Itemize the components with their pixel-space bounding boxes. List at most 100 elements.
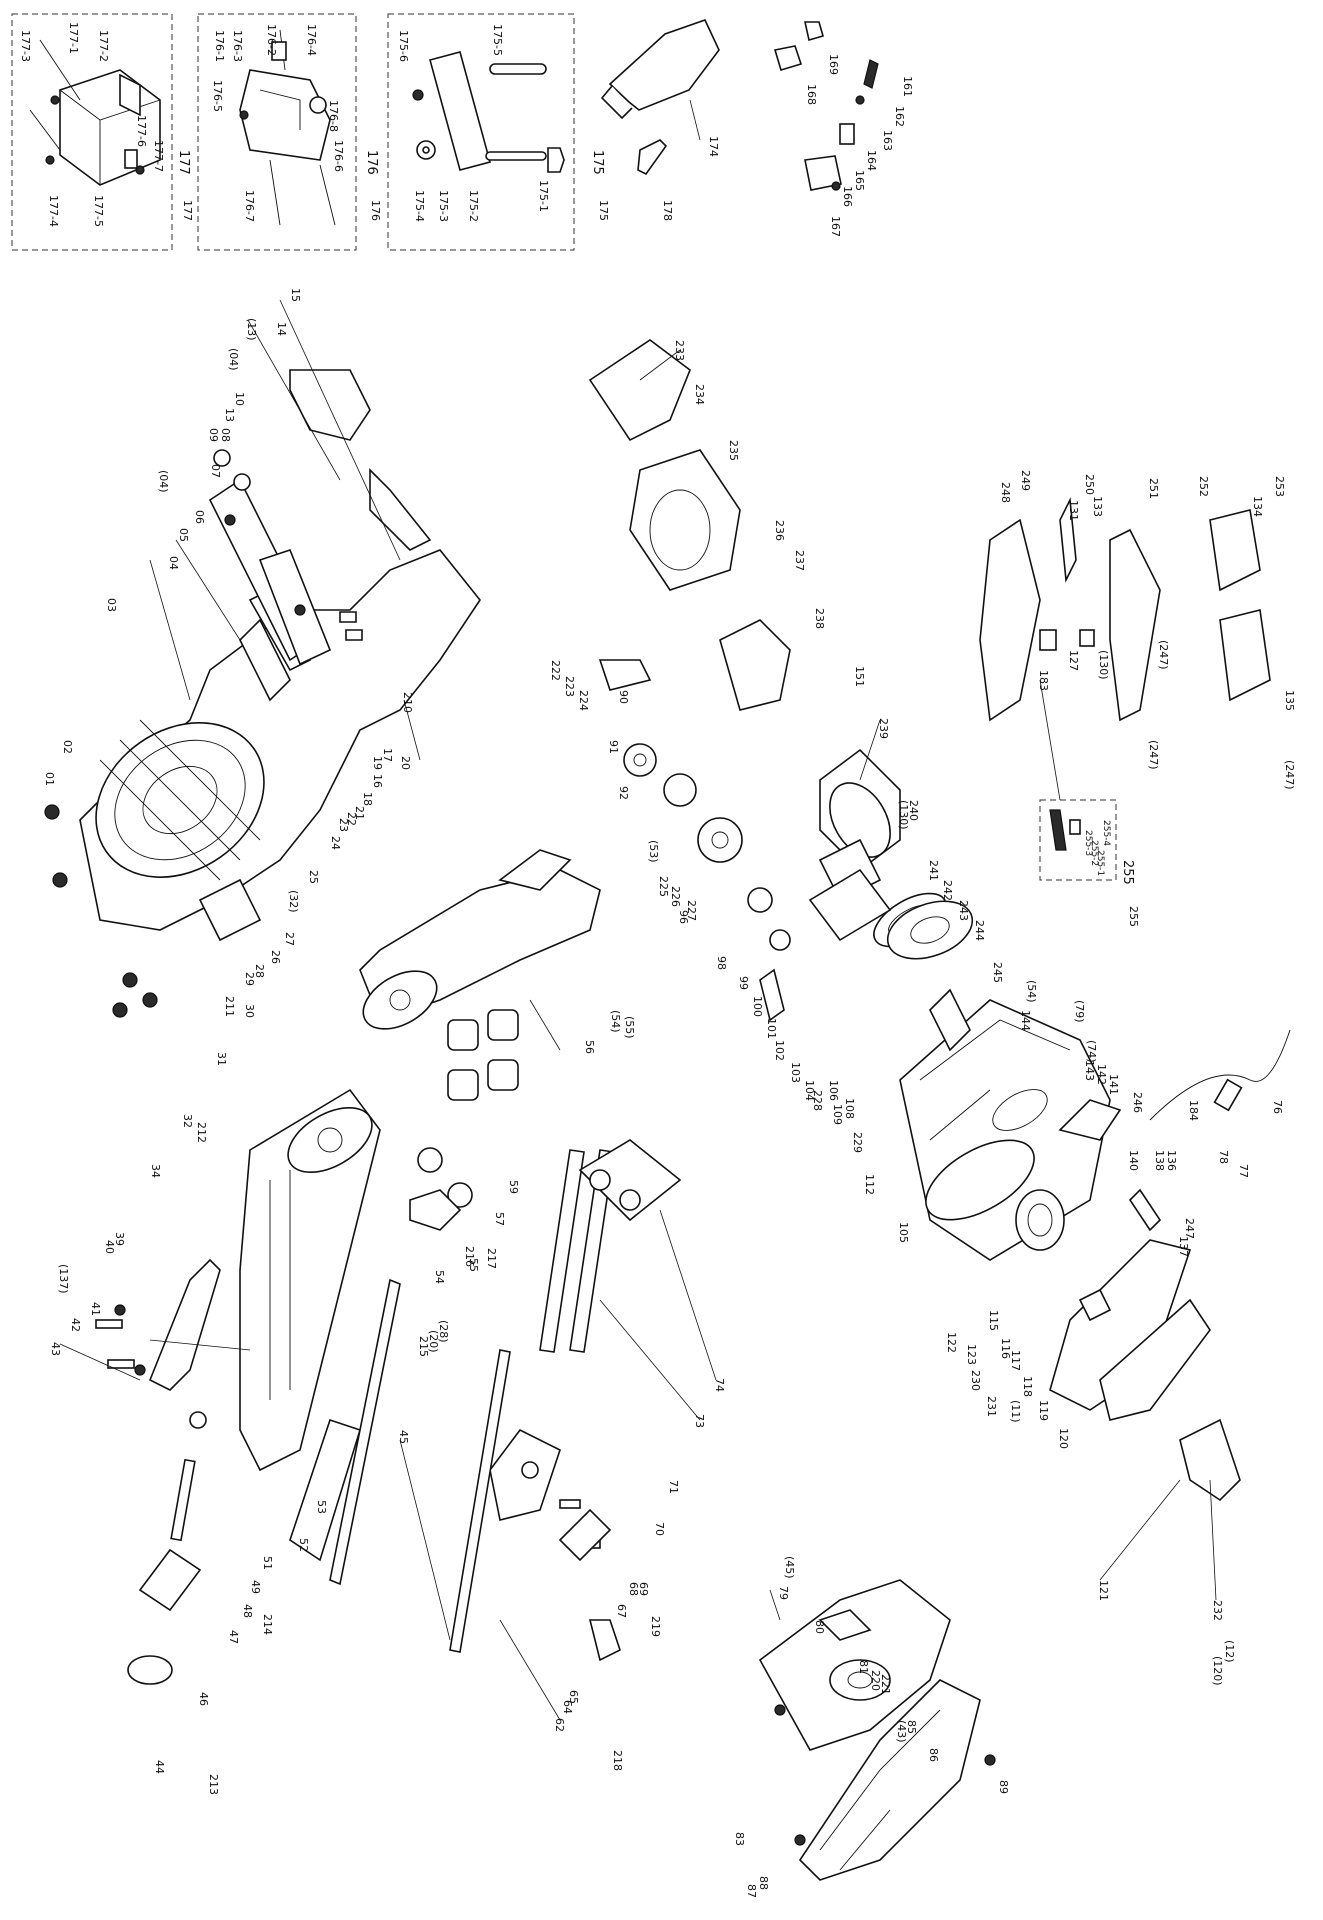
- label-234: 234: [693, 384, 706, 405]
- ref-label-20: (12): [1223, 1640, 1236, 1663]
- ref-label-14: (130): [1097, 650, 1110, 680]
- label-251: 251: [1147, 478, 1160, 499]
- label-08: 08: [219, 428, 232, 442]
- label-166: 166: [841, 186, 854, 207]
- label-105: 105: [897, 1222, 910, 1243]
- label-79: 79: [777, 1586, 790, 1600]
- label-54: 54: [433, 1270, 446, 1284]
- label-49: 49: [249, 1580, 262, 1594]
- label-167: 167: [829, 216, 842, 237]
- label-90: 90: [617, 690, 630, 704]
- ref-label-12: (79): [1073, 1000, 1086, 1023]
- inset-176-label-6: 176-6: [332, 140, 345, 172]
- label-144: 144: [1019, 1010, 1032, 1031]
- label-210: 210: [401, 692, 414, 713]
- ref-label-11: (74): [1085, 1040, 1098, 1063]
- ref-label-13: (130): [897, 800, 910, 830]
- ref-label-3: (13): [245, 318, 258, 341]
- label-136: 136: [1165, 1150, 1178, 1171]
- label-102: 102: [773, 1040, 786, 1061]
- label-86: 86: [927, 1748, 940, 1762]
- label-217: 217: [485, 1248, 498, 1269]
- label-246: 246: [1131, 1092, 1144, 1113]
- label-116: 116: [999, 1338, 1012, 1359]
- belt-pulley-240-244: [808, 868, 974, 1052]
- label-228: 228: [811, 1090, 824, 1111]
- label-134: 134: [1251, 496, 1264, 517]
- ref-label-9: (53): [647, 840, 660, 863]
- label-89: 89: [997, 1780, 1010, 1794]
- label-161: 161: [901, 76, 914, 97]
- label-231: 231: [985, 1396, 998, 1417]
- label-232: 232: [1211, 1600, 1224, 1621]
- blade-guard-plates-14-15: [289, 369, 432, 551]
- label-40: 40: [103, 1240, 116, 1254]
- label-243: 243: [957, 900, 970, 921]
- inset-176-label-8: 176-8: [327, 100, 340, 132]
- label-241: 241: [927, 860, 940, 881]
- ref-label-7: (54): [609, 1010, 622, 1033]
- label-57: 57: [493, 1212, 506, 1226]
- ref-label-19: (11): [1009, 1400, 1022, 1423]
- inset-176-label-1: 176-1: [213, 30, 226, 62]
- label-34: 34: [149, 1164, 162, 1178]
- inset-255-label-1: 255-1: [1095, 850, 1105, 876]
- label-87: 87: [745, 1884, 758, 1898]
- label-67: 67: [615, 1604, 628, 1618]
- slide-arm-assembly: [359, 849, 601, 1231]
- label-184: 184: [1187, 1100, 1200, 1121]
- ref-label-2: (04): [227, 348, 240, 371]
- side-covers-248-253: [979, 497, 1271, 722]
- label-235: 235: [727, 440, 740, 461]
- label-64: 64: [561, 1700, 574, 1714]
- label-42: 42: [69, 1318, 82, 1332]
- label-138: 138: [1153, 1150, 1166, 1171]
- label-99: 99: [737, 976, 750, 990]
- label-32: 32: [181, 1114, 194, 1128]
- ref-label-21: (247): [1147, 740, 1160, 770]
- label-212: 212: [195, 1122, 208, 1143]
- label-221: 221: [879, 1674, 892, 1695]
- label-131: 131: [1067, 500, 1080, 521]
- label-115: 115: [987, 1310, 1000, 1331]
- label-162: 162: [893, 106, 906, 127]
- label-142: 142: [1095, 1064, 1108, 1085]
- label-123: 123: [965, 1344, 978, 1365]
- label-255: 255: [1127, 906, 1140, 927]
- label-108: 108: [843, 1098, 856, 1119]
- inset-177-label-7: 177-7: [152, 140, 165, 172]
- label-219: 219: [649, 1616, 662, 1637]
- label-15: 15: [289, 288, 302, 302]
- label-10: 10: [233, 392, 246, 406]
- label-41: 41: [89, 1302, 102, 1316]
- label-09: 09: [207, 428, 220, 442]
- label-135: 135: [1283, 690, 1296, 711]
- label-74: 74: [713, 1378, 726, 1392]
- label-78: 78: [1217, 1150, 1230, 1164]
- label-48: 48: [241, 1604, 254, 1618]
- label-44: 44: [153, 1760, 166, 1774]
- power-cord-78: [1128, 1029, 1291, 1232]
- label-119: 119: [1037, 1400, 1050, 1421]
- label-106: 106: [827, 1080, 840, 1101]
- label-70: 70: [653, 1522, 666, 1536]
- label-76: 76: [1271, 1100, 1284, 1114]
- label-62: 62: [553, 1718, 566, 1732]
- ref-label-4: (32): [287, 890, 300, 913]
- rail-52: [329, 1278, 401, 1586]
- ref-label-10: (55): [623, 1016, 636, 1039]
- label-16: 16: [371, 774, 384, 788]
- inset-177-label-1: 177-1: [67, 22, 80, 54]
- handle-lever-39-43: [95, 1258, 221, 1391]
- inset-number-175: 175: [590, 150, 605, 175]
- ref-label-16: (120): [1211, 1656, 1224, 1686]
- inset-box-176: 176 176-1 176-2 176-3 176-4 176-5 176-6 …: [197, 13, 379, 251]
- label-101: 101: [765, 1018, 778, 1039]
- label-109: 109: [831, 1104, 844, 1125]
- label-05: 05: [177, 528, 190, 542]
- label-140: 140: [1127, 1150, 1140, 1171]
- label-104: 104: [803, 1080, 816, 1101]
- label-46: 46: [197, 1692, 210, 1706]
- ref-label-18: (20): [427, 1330, 440, 1353]
